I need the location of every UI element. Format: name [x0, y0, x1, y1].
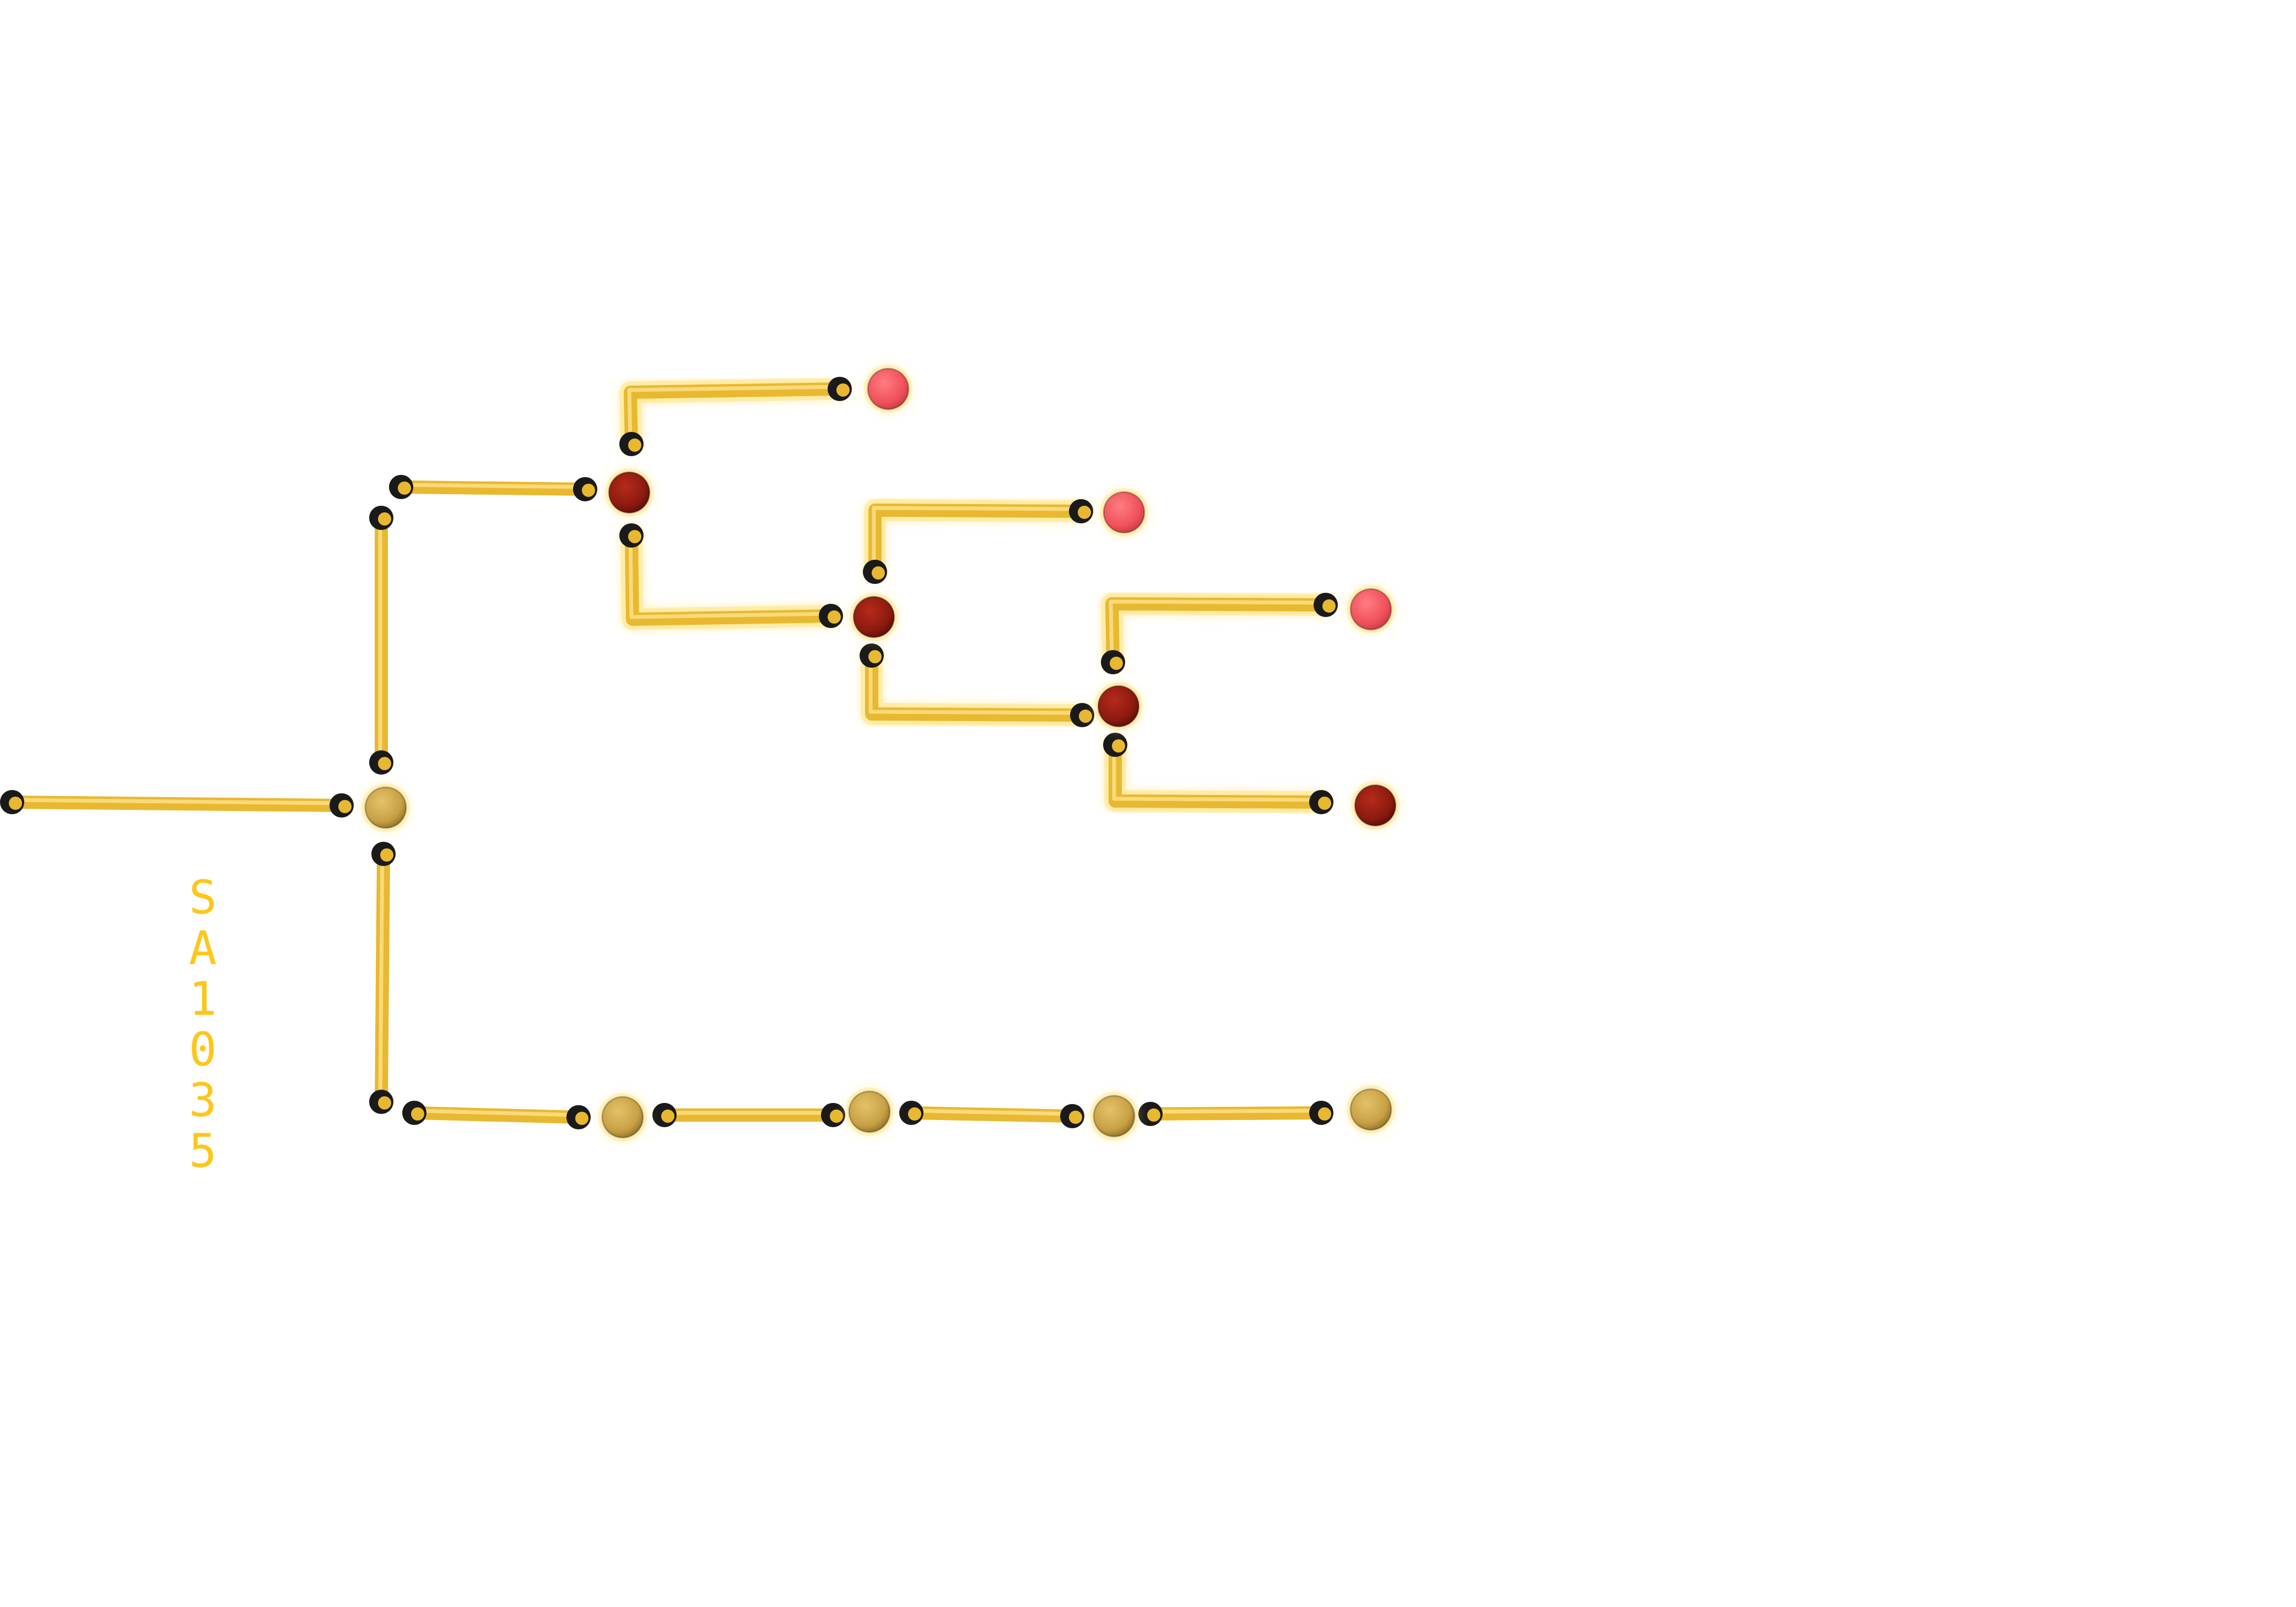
- branch-root-to-chain1-start-cap: [411, 1107, 424, 1121]
- tree-nodes: [361, 365, 1400, 1141]
- branch-chain3-to-end: [1144, 1106, 1328, 1121]
- root-label: SA1035: [188, 870, 217, 1178]
- clade-a-node: [608, 471, 651, 514]
- branch-chain3-to-end-end-cap: [1318, 1107, 1331, 1121]
- branch-c-up-glow: [1101, 593, 1337, 673]
- branch-root-down-highlight: [378, 850, 385, 1102]
- leaf-c1: [1349, 588, 1392, 631]
- branch-a-down-end-cap: [828, 610, 841, 624]
- branch-c-up-start-cap: [1110, 657, 1123, 670]
- branch-c-up-highlight: [1109, 599, 1327, 662]
- clade-b-node: [852, 596, 895, 639]
- branch-chain2-to-chain3-start-cap: [908, 1107, 921, 1121]
- branch-root-to-a-highlight: [398, 483, 586, 489]
- leaf-chain-end: [1349, 1088, 1392, 1131]
- branch-chain1-to-chain2-end-cap: [830, 1110, 843, 1123]
- branch-a-down-glow: [620, 524, 842, 630]
- branch-a-up-highlight: [627, 385, 841, 444]
- branch-b-up-start-cap: [872, 566, 885, 580]
- branch-c-down-start-cap: [1112, 739, 1125, 753]
- branch-b-down-start-cap: [868, 650, 882, 663]
- branch-b-down-highlight: [868, 651, 1083, 715]
- branch-chain2-to-chain3-highlight: [908, 1108, 1073, 1116]
- branch-chain3-to-end-start-cap: [1147, 1108, 1160, 1122]
- branch-root-stem-start-cap: [9, 797, 22, 810]
- tree-branches: [1, 378, 1337, 1128]
- leaf-c2: [1354, 784, 1397, 827]
- branch-b-up-end-cap: [1078, 506, 1091, 519]
- branch-root-up-end-cap: [378, 757, 391, 770]
- branch-root-down-end-cap: [378, 1096, 391, 1110]
- branch-root-to-a-start-cap: [398, 481, 411, 495]
- branch-root-to-a-end-cap: [582, 484, 595, 497]
- branch-root-to-chain1-end-cap: [575, 1112, 588, 1125]
- branch-c-up-end-cap: [1322, 599, 1336, 613]
- chain-node-1: [601, 1096, 644, 1139]
- branch-root-to-chain1: [408, 1106, 585, 1124]
- chain-node-3: [1093, 1095, 1136, 1138]
- chain-node-2: [848, 1090, 891, 1133]
- branch-chain2-to-chain3-end-cap: [1069, 1111, 1082, 1124]
- branch-a-down-start-cap: [628, 530, 641, 543]
- branch-a-up-start-cap: [628, 439, 641, 452]
- branch-chain2-to-chain3: [905, 1106, 1079, 1123]
- branch-c-down-highlight: [1112, 740, 1322, 802]
- branch-root-up-start-cap: [378, 512, 391, 526]
- branch-root-down-start-cap: [380, 848, 393, 862]
- leaf-a1: [867, 367, 910, 410]
- branch-b-up-highlight: [872, 506, 1082, 572]
- branch-root-stem-end-cap: [338, 800, 352, 813]
- branch-joints: [0, 377, 1338, 1129]
- branch-root-to-a: [395, 480, 592, 496]
- branch-root-stem-highlight: [9, 798, 343, 805]
- branch-root-stem: [6, 796, 348, 812]
- branch-c-down-glow: [1104, 734, 1332, 813]
- clade-c-node: [1097, 685, 1140, 728]
- branch-a-up-end-cap: [836, 383, 850, 397]
- branch-a-down-highlight: [628, 531, 832, 619]
- branch-root-to-chain1-highlight: [411, 1108, 580, 1117]
- branch-chain3-to-end-highlight: [1147, 1108, 1322, 1114]
- branch-b-up-glow: [864, 499, 1092, 583]
- branch-b-down-end-cap: [1079, 710, 1092, 723]
- branch-b-down-glow: [861, 645, 1093, 726]
- root-node: [364, 786, 407, 829]
- leaf-b1: [1103, 491, 1146, 534]
- branch-c-down-end-cap: [1318, 797, 1331, 810]
- branch-chain1-to-chain2-start-cap: [661, 1110, 674, 1123]
